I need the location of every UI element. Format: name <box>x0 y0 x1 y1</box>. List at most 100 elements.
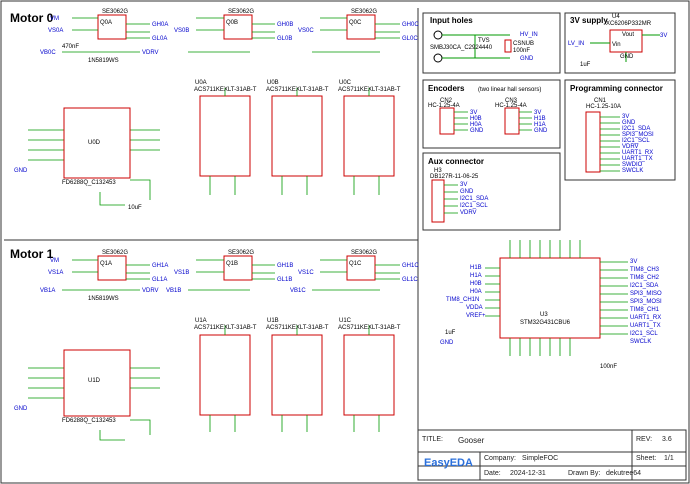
mcu-part: STM32G431CBU6 <box>520 320 571 326</box>
mcu-net-l4: TIM8_CH1N <box>446 297 480 303</box>
m0-net-gl0c: GL0C <box>402 36 418 42</box>
input-csnub: CSNUB <box>513 41 535 47</box>
prog-part: HC-1.25-10A <box>586 104 622 110</box>
mcu-net-l2: H0B <box>470 281 482 287</box>
mcu-symbol <box>485 240 628 356</box>
enc-left-ref: CN2 <box>440 98 453 104</box>
motor0-driver <box>63 107 131 179</box>
mcu-net-l6: VREF+ <box>466 313 486 319</box>
motor1-sensor-wires <box>209 325 380 432</box>
m1-net-gh1c: GH1C <box>402 263 419 269</box>
enc-right-part: HC-1.25-4A <box>495 103 527 109</box>
motor1-mosfets <box>97 255 376 281</box>
encoder-wires <box>454 111 532 131</box>
prog-net-8: SWDIO <box>622 162 643 168</box>
mcu-net-r3: I2C1_SDA <box>630 283 659 289</box>
motor1-title: Motor 1 <box>10 247 54 261</box>
m1-net-vb1b: VB1B <box>166 288 182 294</box>
m0-net-gl0b: GL0B <box>277 36 293 42</box>
motor1-sensors <box>199 334 395 416</box>
aux-net-3: I2C1_SCL <box>460 203 488 209</box>
tb-rev: 3.6 <box>662 436 672 443</box>
motor0-sensor-wires <box>209 88 380 195</box>
m1-driver-part: FD6288Q_C132453 <box>62 418 116 424</box>
enc-left-part: HC-1.25-4A <box>428 103 460 109</box>
m0-fet-a-ref: Q0A <box>100 20 113 26</box>
mcu-net-r6: TIM8_CH1 <box>630 307 660 313</box>
m1-sensor-c-ref: U1C <box>339 318 352 324</box>
prog-net-1: GND <box>622 120 636 126</box>
right-section-frames <box>422 12 676 231</box>
tb-date: 2024-12-31 <box>510 470 546 477</box>
m0-sensor-a-ref: U0A <box>195 80 207 86</box>
m1-sensor-a-ref: U1A <box>195 318 207 324</box>
tb-title: Gooser <box>458 436 485 445</box>
m1-net-gh1b: GH1B <box>277 263 294 269</box>
m0-sensor-b-part: ACS711KEXLT-31AB-T <box>266 87 329 93</box>
m1-sensor-c-part: ACS711KEXLT-31AB-T <box>338 325 401 331</box>
m0-sensor-b-ref: U0B <box>267 80 279 86</box>
enc1-net-gnd: GND <box>534 128 548 134</box>
mcu-net-r1: TIM8_CH3 <box>630 267 660 273</box>
tvs-part: SMBJ30CA_C2924440 <box>430 45 493 51</box>
m0-driver-part: FD6288Q_C132453 <box>62 180 116 186</box>
m0-fet-c-ref: Q0C <box>349 20 362 26</box>
reg-part: XC6206P332MR <box>606 21 652 27</box>
regulator-symbol <box>590 29 660 62</box>
m1-fet-a-ref: Q1A <box>100 261 113 267</box>
mcu-cap-100nf: 100nF <box>600 364 618 370</box>
input-tvs: TVS <box>478 38 490 44</box>
prog-net-9: SWCLK <box>622 168 644 174</box>
m1-driver-ref: U1D <box>88 378 101 384</box>
m0-net-vb0c: VB0C <box>40 50 56 56</box>
aux-net-4: VDRV <box>460 210 477 216</box>
supply-cap: 1uF <box>580 62 591 68</box>
enc0-net-h0a: H0A <box>470 122 482 128</box>
motor0-title: Motor 0 <box>10 11 54 25</box>
m0-net-gh0b: GH0B <box>277 22 294 28</box>
aux-net-0: 3V <box>460 182 468 188</box>
m1-net-vb1a: VB1A <box>40 288 56 294</box>
m0-net-gh0a: GH0A <box>152 22 169 28</box>
m1-net-gnd: GND <box>14 406 28 412</box>
m1-fet-a-part: SE3062G <box>102 250 129 256</box>
tb-drawn: dekutree64 <box>606 470 642 477</box>
m1-net-gl1c: GL1C <box>402 277 418 283</box>
mcu-net-l5: VDDA <box>466 305 483 311</box>
enc0-net-gnd: GND <box>470 128 484 134</box>
mcu-net-r4: SPI3_MISO <box>630 291 662 297</box>
enc0-net-3v: 3V <box>470 110 478 116</box>
prog-net-5: VDRV <box>622 144 639 150</box>
m0-net-vdrv: VDRV <box>142 50 159 56</box>
prog-net-7: UART1_TX <box>622 156 653 162</box>
m1-net-vs1a: VS1A <box>48 270 64 276</box>
m0-driver-ref: U0D <box>88 140 101 146</box>
enc-right-ref: CN3 <box>505 98 518 104</box>
m0-fet-c-part: SE3062G <box>351 9 378 15</box>
input-net-gnd: GND <box>520 56 534 62</box>
mcu-net-r8: UART1_TX <box>630 323 661 329</box>
tb-title-label: TITLE: <box>422 436 444 443</box>
m0-net-vm: VM <box>50 16 59 22</box>
motor0-mosfets <box>97 14 376 40</box>
m0-net-vs0b: VS0B <box>174 28 190 34</box>
tb-rev-label: REV: <box>636 436 653 443</box>
prog-connector <box>585 111 620 173</box>
m1-net-gh1a: GH1A <box>152 263 169 269</box>
mcu-net-l1: H1A <box>470 273 482 279</box>
prog-net-6: UART1_RX <box>622 150 654 156</box>
prog-net-4: I2C1_SCL <box>622 138 650 144</box>
m0-sensor-c-part: ACS711KEXLT-31AB-T <box>338 87 401 93</box>
m0-net-vs0a: VS0A <box>48 28 64 34</box>
aux-part: DB127R-11-06-25 <box>430 174 479 180</box>
enc1-net-h1b: H1B <box>534 116 546 122</box>
aux-ref: H3 <box>434 168 442 174</box>
enc0-net-h0b: H0B <box>470 116 482 122</box>
prog-net-0: 3V <box>622 114 630 120</box>
enc1-net-h1a: H1A <box>534 122 546 128</box>
m1-fet-b-ref: Q1B <box>226 261 239 267</box>
supply-title: 3V supply <box>570 16 608 25</box>
